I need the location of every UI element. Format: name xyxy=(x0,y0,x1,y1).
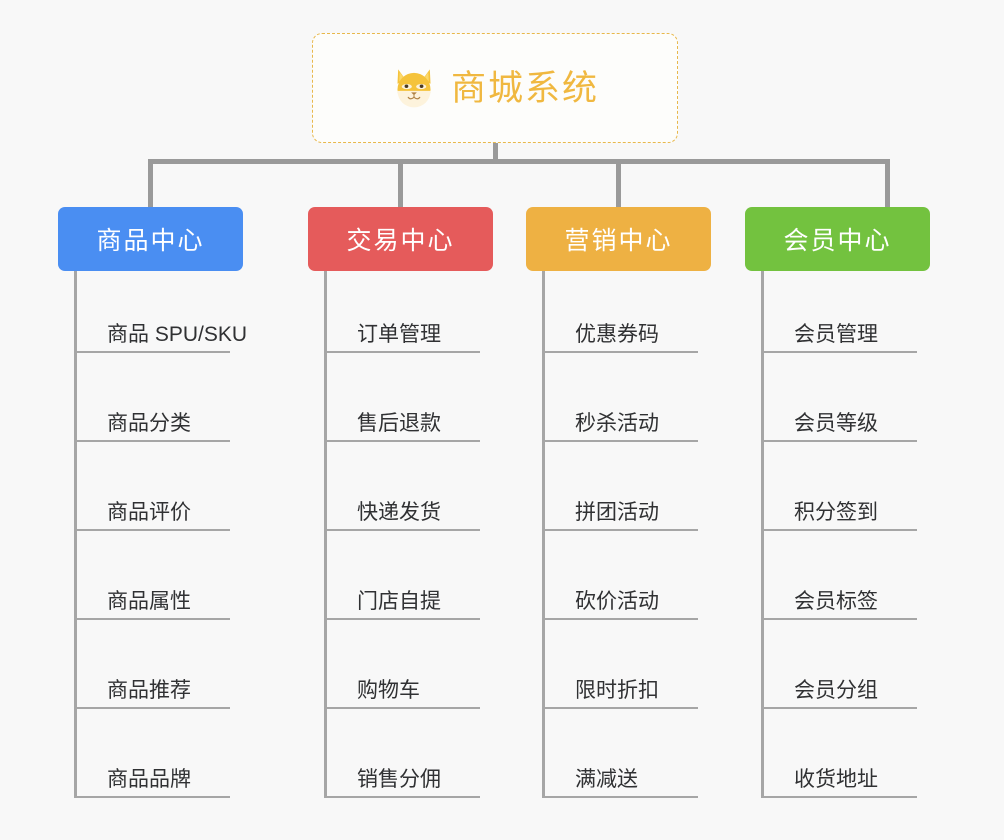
category-label-4: 会员中心 xyxy=(783,227,892,255)
list-item[interactable]: 售后退款 xyxy=(327,353,480,442)
list-item-label: 门店自提 xyxy=(357,589,441,613)
list-item[interactable]: 购物车 xyxy=(327,620,480,709)
category-header-3[interactable]: 营销中心 xyxy=(526,207,711,271)
list-item-label: 会员等级 xyxy=(794,411,878,435)
category-column-1: 商品中心 商品 SPU/SKU 商品分类 商品评价 商品属性 商品推荐 商品品牌 xyxy=(58,207,247,798)
list-item[interactable]: 拼团活动 xyxy=(545,442,698,531)
list-item-label: 商品品牌 xyxy=(107,767,191,791)
category-header-4[interactable]: 会员中心 xyxy=(745,207,930,271)
list-item-label: 收货地址 xyxy=(794,767,878,791)
list-item[interactable]: 收货地址 xyxy=(764,709,917,798)
category-column-4: 会员中心 会员管理 会员等级 积分签到 会员标签 会员分组 收货地址 xyxy=(745,207,930,798)
list-item[interactable]: 满减送 xyxy=(545,709,698,798)
list-item-label: 商品 SPU/SKU xyxy=(107,322,248,346)
connector-root-stem xyxy=(493,143,498,163)
list-item-label: 快递发货 xyxy=(357,500,441,524)
list-item[interactable]: 积分签到 xyxy=(764,442,917,531)
list-item[interactable]: 商品属性 xyxy=(77,531,230,620)
item-list-2: 订单管理 售后退款 快递发货 门店自提 购物车 销售分佣 xyxy=(324,271,493,798)
list-item-label: 商品评价 xyxy=(107,500,191,524)
list-item-label: 会员管理 xyxy=(794,322,878,346)
list-item-label: 购物车 xyxy=(357,678,420,702)
list-item-label: 积分签到 xyxy=(794,500,878,524)
list-item[interactable]: 限时折扣 xyxy=(545,620,698,709)
list-item-label: 拼团活动 xyxy=(575,500,659,524)
list-item[interactable]: 优惠券码 xyxy=(545,271,698,353)
list-item[interactable]: 商品品牌 xyxy=(77,709,230,798)
root-title: 商城系统 xyxy=(450,68,599,108)
list-item[interactable]: 快递发货 xyxy=(327,442,480,531)
list-item-label: 订单管理 xyxy=(357,322,441,346)
list-item[interactable]: 会员标签 xyxy=(764,531,917,620)
category-label-1: 商品中心 xyxy=(96,227,205,255)
connector-drop-2 xyxy=(398,159,403,209)
list-item-label: 秒杀活动 xyxy=(575,411,659,435)
list-item[interactable]: 商品推荐 xyxy=(77,620,230,709)
connector-drop-3 xyxy=(616,159,621,209)
list-item-label: 商品推荐 xyxy=(107,678,191,702)
list-item-label: 会员分组 xyxy=(794,678,878,702)
list-item-label: 售后退款 xyxy=(357,411,441,435)
list-item[interactable]: 秒杀活动 xyxy=(545,353,698,442)
connector-horizontal-bar xyxy=(148,159,890,164)
list-item-label: 商品属性 xyxy=(107,589,191,613)
list-item[interactable]: 砍价活动 xyxy=(545,531,698,620)
connector-drop-1 xyxy=(148,159,153,209)
list-item[interactable]: 会员等级 xyxy=(764,353,917,442)
root-node[interactable]: 商城系统 xyxy=(312,33,678,143)
item-list-4: 会员管理 会员等级 积分签到 会员标签 会员分组 收货地址 xyxy=(761,271,930,798)
list-item-label: 商品分类 xyxy=(107,411,191,435)
category-label-3: 营销中心 xyxy=(564,227,673,255)
list-item[interactable]: 商品评价 xyxy=(77,442,230,531)
list-item[interactable]: 门店自提 xyxy=(327,531,480,620)
list-item[interactable]: 会员分组 xyxy=(764,620,917,709)
list-item[interactable]: 销售分佣 xyxy=(327,709,480,798)
shiba-dog-icon xyxy=(397,69,431,108)
list-item-label: 会员标签 xyxy=(794,589,878,613)
list-item-label: 满减送 xyxy=(575,767,638,791)
list-item-label: 砍价活动 xyxy=(575,589,659,613)
category-header-2[interactable]: 交易中心 xyxy=(308,207,493,271)
connector-drop-4 xyxy=(885,159,890,209)
category-column-3: 营销中心 优惠券码 秒杀活动 拼团活动 砍价活动 限时折扣 满减送 xyxy=(526,207,711,798)
list-item[interactable]: 订单管理 xyxy=(327,271,480,353)
list-item[interactable]: 商品分类 xyxy=(77,353,230,442)
list-item-label: 销售分佣 xyxy=(357,767,441,791)
category-column-2: 交易中心 订单管理 售后退款 快递发货 门店自提 购物车 销售分佣 xyxy=(308,207,493,798)
category-header-1[interactable]: 商品中心 xyxy=(58,207,243,271)
list-item[interactable]: 商品 SPU/SKU xyxy=(77,271,247,353)
list-item-label: 优惠券码 xyxy=(575,322,659,346)
list-item[interactable]: 会员管理 xyxy=(764,271,917,353)
category-label-2: 交易中心 xyxy=(346,227,455,255)
list-item-label: 限时折扣 xyxy=(575,678,659,702)
item-list-1: 商品 SPU/SKU 商品分类 商品评价 商品属性 商品推荐 商品品牌 xyxy=(74,271,247,798)
item-list-3: 优惠券码 秒杀活动 拼团活动 砍价活动 限时折扣 满减送 xyxy=(542,271,711,798)
